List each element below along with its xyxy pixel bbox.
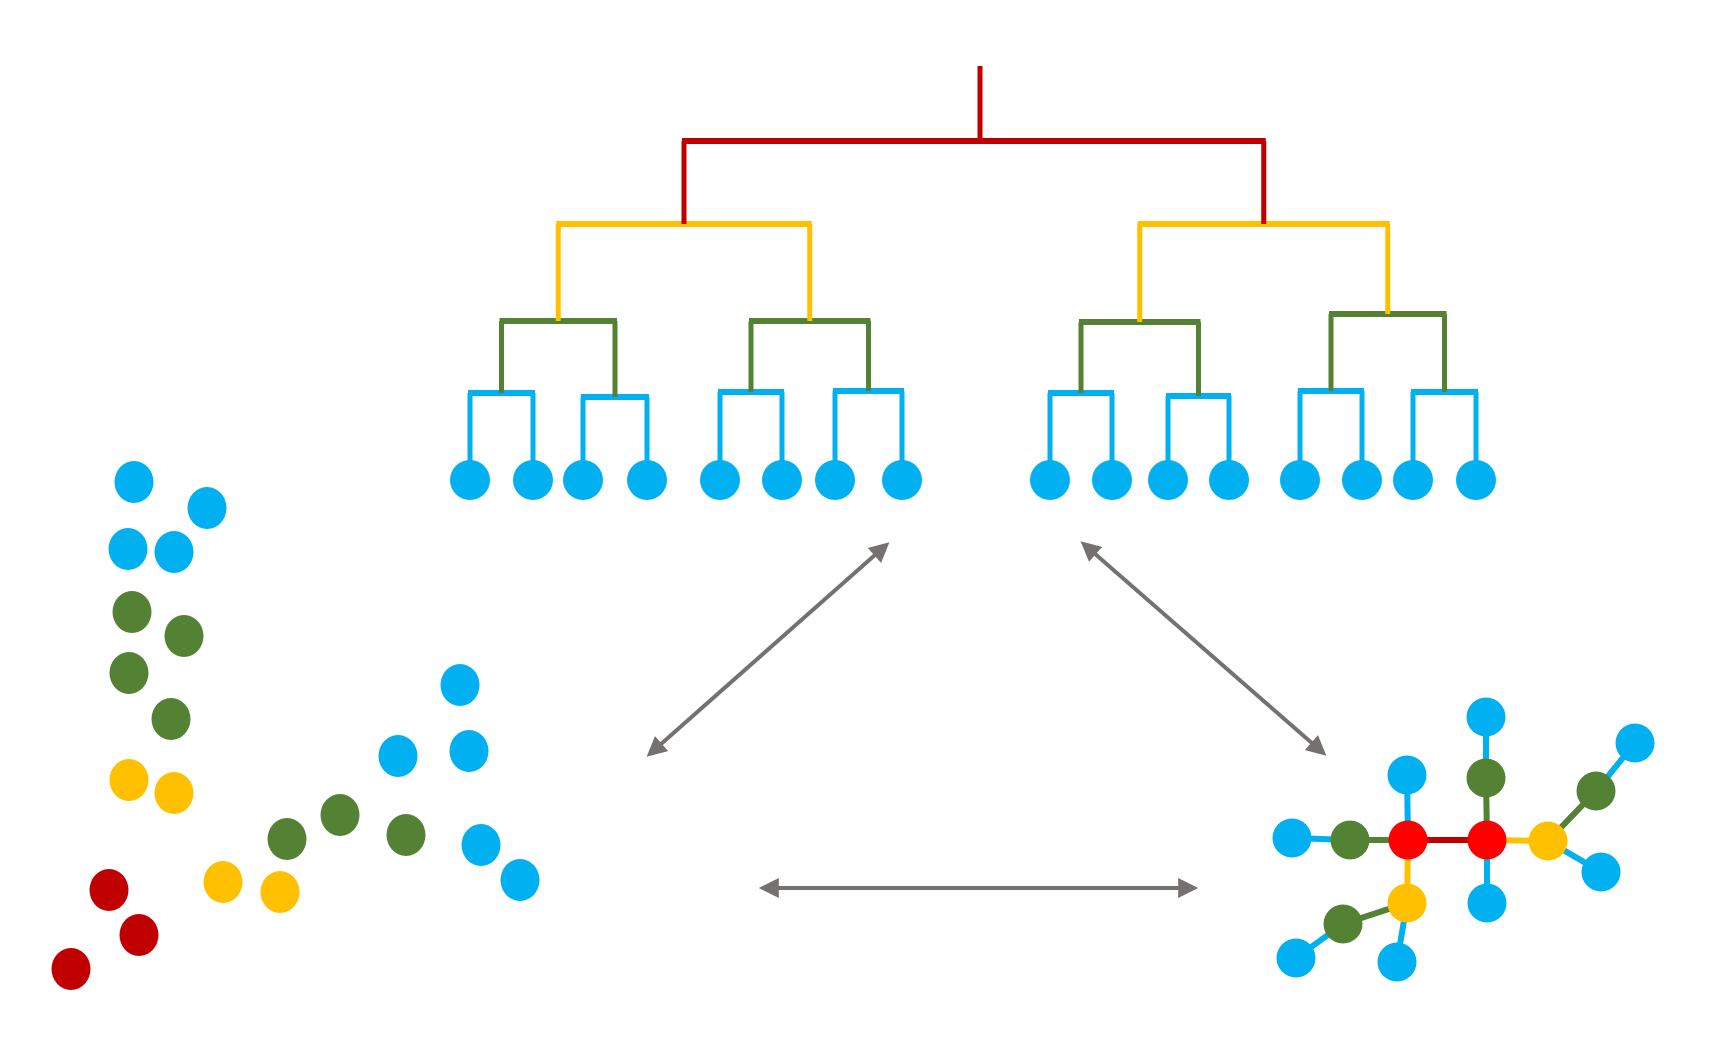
graph-node-b_ur [1615, 723, 1655, 763]
leaf-node [513, 460, 553, 500]
relation-arrows [646, 541, 1327, 898]
leaf-node [762, 460, 802, 500]
leaf-node [627, 460, 667, 500]
scatter-point-right-blue [449, 730, 489, 772]
leaf-node [450, 460, 490, 500]
leaf-node [1092, 460, 1132, 500]
leaf-node [563, 460, 603, 500]
graph-node-r2 [1467, 820, 1507, 860]
scatter-point-left-column-yellow [109, 759, 149, 801]
graph-node-b_top1 [1387, 755, 1427, 795]
graph-node-g_ur [1576, 771, 1616, 811]
scatter-point-middle-green [267, 818, 307, 860]
scatter-point-right-blue [440, 664, 480, 706]
scatter-point-left-column-green [112, 591, 152, 633]
double-arrow-dendrogram-graph [1080, 541, 1327, 756]
scatter-point-left-column-blue [154, 531, 194, 573]
scatter-point-right-blue [500, 859, 540, 901]
graph-node-y_right [1528, 821, 1568, 861]
graph-node-b_rr [1581, 852, 1621, 892]
graph-node-b_dy [1377, 942, 1417, 982]
scatter-point-middle-yellow [203, 861, 243, 903]
scatter-point-bottom-left-red [89, 869, 129, 911]
dendrogram [450, 66, 1496, 500]
graph-node-b_left [1272, 818, 1312, 858]
scatter-point-middle-yellow [260, 871, 300, 913]
graph-node-b_dl [1276, 938, 1316, 978]
leaf-node [1148, 460, 1188, 500]
leaf-node [1342, 460, 1382, 500]
scatter-point-left-column-green [109, 652, 149, 694]
leaf-node [1393, 460, 1433, 500]
scatter-point-bottom-left-red [119, 914, 159, 956]
double-arrow-dendrogram-scatter [646, 542, 890, 757]
graph-node-g_dl [1323, 904, 1363, 944]
graph-node-b_down2 [1467, 883, 1507, 923]
scatter-point-left-column-blue [187, 487, 227, 529]
scatter-plot [51, 461, 540, 990]
scatter-point-left-column-blue [108, 528, 148, 570]
scatter-point-middle-green [320, 794, 360, 836]
graph-node-y_down [1387, 883, 1427, 923]
leaf-node [815, 460, 855, 500]
graph-node-g_up [1466, 758, 1506, 798]
leaf-node [1280, 460, 1320, 500]
leaf-node [700, 460, 740, 500]
scatter-point-left-column-blue [114, 461, 154, 503]
scatter-point-right-blue [378, 735, 418, 777]
leaf-node [882, 460, 922, 500]
scatter-point-left-column-green [164, 615, 204, 657]
scatter-point-middle-green [386, 814, 426, 856]
graph-node-b_top2 [1466, 697, 1506, 737]
leaf-node [1456, 460, 1496, 500]
network-graph [1272, 697, 1655, 982]
scatter-point-left-column-yellow [154, 772, 194, 814]
scatter-point-left-column-green [151, 698, 191, 740]
leaf-node [1209, 460, 1249, 500]
graph-node-g_left [1330, 820, 1370, 860]
scatter-point-bottom-left-red [51, 948, 91, 990]
scatter-point-right-blue [461, 824, 501, 866]
leaf-node [1030, 460, 1070, 500]
graph-node-r1 [1388, 820, 1428, 860]
